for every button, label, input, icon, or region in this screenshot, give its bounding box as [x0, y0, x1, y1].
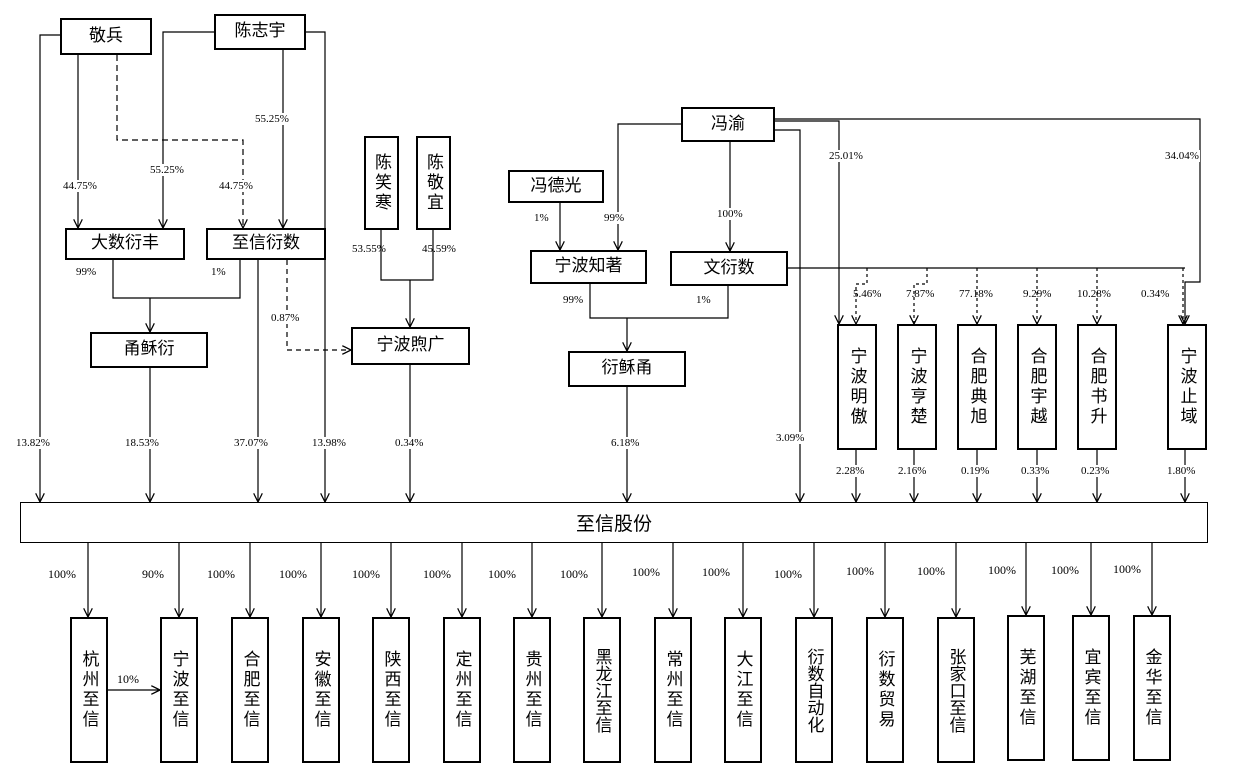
pct-label: 0.87% — [270, 312, 301, 324]
pct-label: 77.18% — [959, 288, 993, 300]
holder-fengyu: 冯渝 — [681, 107, 775, 142]
pct-label: 34.04% — [1164, 150, 1200, 162]
pct-label: 53.55% — [352, 243, 386, 255]
pct-label: 100% — [423, 567, 451, 581]
pct-label: 0.34% — [394, 437, 425, 449]
pct-label: 0.33% — [1020, 465, 1051, 477]
pct-label: 90% — [142, 567, 164, 581]
pct-label: 100% — [716, 208, 744, 220]
pct-label: 9.29% — [1023, 288, 1052, 300]
subsidiary-box: 衍数贸易 — [866, 617, 904, 763]
pct-label: 100% — [702, 565, 730, 579]
entity-wenyanshu: 文衍数 — [670, 251, 788, 286]
holder-jingbing: 敬兵 — [60, 18, 152, 55]
holder-chenzhiyu: 陈志宇 — [214, 14, 306, 50]
subsidiary-box: 陕西至信 — [372, 617, 410, 763]
subsidiary-box: 常州至信 — [654, 617, 692, 763]
pct-label: 10% — [117, 672, 139, 686]
pct-label: 25.01% — [828, 150, 864, 162]
pct-label: 99% — [563, 294, 584, 306]
subsidiary-box: 贵州至信 — [513, 617, 551, 763]
entity-hefeishusheng: 合肥书升 — [1077, 324, 1117, 450]
subsidiary-box: 安徽至信 — [302, 617, 340, 763]
pct-label: 13.82% — [15, 437, 51, 449]
subsidiary-box: 杭州至信 — [70, 617, 108, 763]
pct-label: 100% — [48, 567, 76, 581]
entity-hefeidianxu: 合肥典旭 — [957, 324, 997, 450]
pct-label: 18.53% — [124, 437, 160, 449]
pct-label: 37.07% — [233, 437, 269, 449]
subsidiary-box: 张家口至信 — [937, 617, 975, 763]
pct-label: 100% — [1113, 562, 1141, 576]
pct-label: 2.28% — [835, 465, 866, 477]
pct-label: 44.75% — [62, 180, 98, 192]
pct-label: 1% — [534, 212, 549, 224]
entity-ningbozhizhu: 宁波知著 — [530, 250, 647, 284]
subsidiary-box: 定州至信 — [443, 617, 481, 763]
entity-ningbomingao: 宁波明傲 — [837, 324, 877, 450]
subsidiary-box: 衍数自动化 — [795, 617, 833, 763]
entity-yongsuyan: 甬稣衍 — [90, 332, 208, 368]
pct-label: 100% — [632, 565, 660, 579]
pct-label: 1% — [211, 266, 226, 278]
pct-label: 100% — [846, 564, 874, 578]
pct-label: 0.34% — [1141, 288, 1170, 300]
subsidiary-box: 金华至信 — [1133, 615, 1171, 761]
pct-label: 1.80% — [1166, 465, 1197, 477]
entity-yansuyong: 衍稣甬 — [568, 351, 686, 387]
pct-label: 44.75% — [218, 180, 254, 192]
pct-label: 99% — [603, 212, 626, 224]
pct-label: 1% — [696, 294, 711, 306]
entity-ningbozhiyu: 宁波止域 — [1167, 324, 1207, 450]
pct-label: 100% — [917, 564, 945, 578]
pct-label: 100% — [488, 567, 516, 581]
pct-label: 100% — [1051, 563, 1079, 577]
subsidiary-box: 芜湖至信 — [1007, 615, 1045, 761]
pct-label: 7.87% — [906, 288, 935, 300]
entity-zhixinyanshu: 至信衍数 — [206, 228, 326, 260]
pct-label: 13.98% — [311, 437, 347, 449]
subsidiary-box: 大江至信 — [724, 617, 762, 763]
pct-label: 2.16% — [897, 465, 928, 477]
holder-chenxiaohan: 陈笑寒 — [364, 136, 399, 230]
entity-ningboxiangchu: 宁波亨楚 — [897, 324, 937, 450]
holder-chenjingyi: 陈敬宜 — [416, 136, 451, 230]
subsidiary-box: 黑龙江至信 — [583, 617, 621, 763]
pct-label: 55.25% — [254, 113, 290, 125]
pct-label: 45.59% — [422, 243, 456, 255]
pct-label: 100% — [352, 567, 380, 581]
pct-label: 100% — [988, 563, 1016, 577]
pct-label: 55.25% — [149, 164, 185, 176]
company-center: 至信股份 — [20, 502, 1208, 543]
subsidiary-box: 宜宾至信 — [1072, 615, 1110, 761]
subsidiary-box: 宁波至信 — [160, 617, 198, 763]
pct-label: 100% — [560, 567, 588, 581]
entity-dashuyanfeng: 大数衍丰 — [65, 228, 185, 260]
subsidiary-box: 合肥至信 — [231, 617, 269, 763]
pct-label: 99% — [76, 266, 97, 278]
holder-fengdeguang: 冯德光 — [508, 170, 604, 203]
pct-label: 10.28% — [1077, 288, 1111, 300]
pct-label: 0.19% — [960, 465, 991, 477]
pct-label: 6.18% — [610, 437, 641, 449]
entity-hefeiyuyue: 合肥宇越 — [1017, 324, 1057, 450]
pct-label: 100% — [774, 567, 802, 581]
entity-ningboxuguang: 宁波煦广 — [351, 327, 470, 365]
pct-label: 100% — [279, 567, 307, 581]
pct-label: 0.23% — [1080, 465, 1111, 477]
pct-label: 5.46% — [853, 288, 882, 300]
pct-label: 100% — [207, 567, 235, 581]
pct-label: 3.09% — [775, 432, 806, 444]
